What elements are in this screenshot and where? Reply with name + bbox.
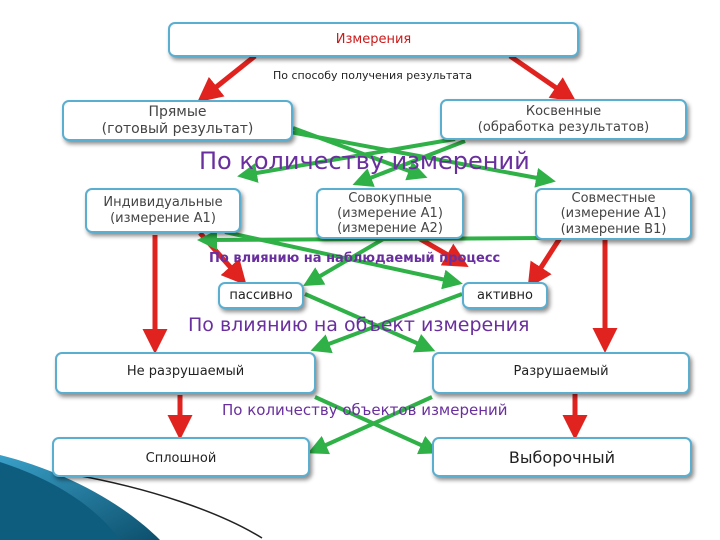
arrow-joint-to-passive (197, 229, 546, 250)
nondestructive-label: Не разрушаемый (126, 364, 245, 379)
passive-label: пассивно (229, 287, 293, 303)
criterion-measurement-count: По количеству измерений (199, 147, 530, 175)
continuous-label: Сплошной (145, 451, 217, 466)
criterion-obtain-method: По способу получения результата (273, 69, 473, 82)
joint-box: Совместные (измерение А1) (измерение В1) (535, 188, 692, 240)
joint-label: Совместные (571, 191, 656, 206)
indirect-sublabel: (обработка результатов) (477, 119, 650, 135)
individual-box: Индивидуальные (измерение А1) (85, 188, 241, 233)
title-text: Измерения (335, 32, 412, 47)
direct-box: Прямые (готовый результат) (62, 100, 293, 141)
passive-box: пассивно (218, 282, 304, 309)
arrow-destructive-to-continuous (307, 395, 433, 455)
arrow-indirect-to-aggregate (352, 139, 466, 187)
sample-label: Выборочный (508, 448, 616, 467)
criterion-object-influence: По влиянию на объект измерения (188, 314, 530, 336)
indirect-label: Косвенные (525, 104, 602, 120)
continuous-box: Сплошной (52, 437, 310, 477)
active-label: активно (477, 287, 533, 303)
corner-swoosh-decoration (0, 455, 263, 540)
criterion-objects-count: По количеству объектов измерений (222, 401, 508, 419)
aggregate-sublabel-1: (измерение А1) (337, 205, 443, 221)
sample-box: Выборочный (432, 437, 692, 477)
aggregate-sublabel-2: (измерение А2) (337, 221, 443, 237)
aggregate-box: Совокупные (измерение А1) (измерение А2) (316, 188, 464, 239)
arrow-passive-to-destructive (304, 292, 436, 353)
arrow-aggregate-to-passive (303, 236, 387, 287)
arrow-indirect-to-individual (237, 137, 456, 183)
arrow-title-to-direct (197, 54, 257, 103)
arrow-direct-to-joint (289, 130, 556, 188)
red-arrows (142, 53, 618, 440)
individual-label: Индивидуальные (103, 195, 223, 211)
criterion-process-influence: По влиянию на наблюдаемый процесс (209, 251, 501, 266)
arrow-active-to-nondestructive (310, 292, 463, 354)
direct-label: Прямые (148, 103, 207, 120)
indirect-box: Косвенные (обработка результатов) (440, 99, 687, 140)
destructive-box: Разрушаемый (432, 352, 690, 394)
destructive-label: Разрушаемый (513, 364, 609, 379)
active-box: активно (462, 282, 548, 309)
individual-sublabel: (измерение А1) (110, 210, 216, 226)
joint-sublabel-1: (измерение А1) (560, 206, 667, 222)
aggregate-label: Совокупные (348, 190, 432, 206)
green-arrows (197, 126, 556, 455)
title-box: Измерения (168, 22, 579, 57)
arrow-joint-to-active (527, 236, 563, 289)
arrow-title-to-indirect (508, 53, 577, 102)
nondestructive-box: Не разрушаемый (55, 352, 316, 394)
direct-sublabel: (готовый результат) (101, 120, 254, 137)
joint-sublabel-2: (измерение В1) (560, 221, 667, 237)
